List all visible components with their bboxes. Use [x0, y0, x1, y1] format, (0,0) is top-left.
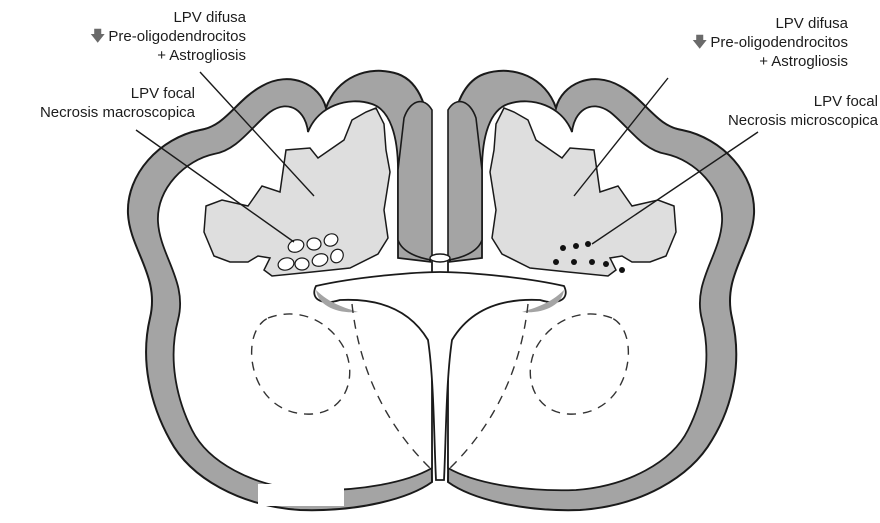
down-arrow-icon: 🡇 — [692, 34, 707, 51]
right-diffuse-label: LPV difusa 🡇Pre-oligodendrocitos + Astro… — [622, 14, 848, 71]
right-medial-cortex — [448, 102, 482, 260]
left-focal-line2: Necrosis macroscopica — [0, 103, 195, 122]
dot — [573, 243, 579, 249]
right-focal-label: LPV focal Necrosis microscopica — [640, 92, 878, 130]
down-arrow-icon: 🡇 — [90, 28, 105, 45]
dot — [553, 259, 559, 265]
right-diffuse-title: LPV difusa — [622, 14, 848, 33]
dot — [589, 259, 595, 265]
right-focal-line2: Necrosis microscopica — [640, 111, 878, 130]
cyst — [295, 258, 309, 270]
left-diffuse-line2: Pre-oligodendrocitos — [108, 28, 246, 45]
left-focal-title: LPV focal — [0, 84, 195, 103]
right-diffuse-line2: Pre-oligodendrocitos — [710, 34, 848, 51]
right-diffuse-line3: + Astrogliosis — [622, 52, 848, 71]
dot — [571, 259, 577, 265]
left-focal-label: LPV focal Necrosis macroscopica — [0, 84, 195, 122]
dot — [619, 267, 625, 273]
midline-notch — [430, 254, 450, 262]
dot — [585, 241, 591, 247]
dot — [560, 245, 566, 251]
right-focal-title: LPV focal — [640, 92, 878, 111]
dot — [603, 261, 609, 267]
left-diffuse-title: LPV difusa — [6, 8, 246, 27]
left-diffuse-line3: + Astrogliosis — [6, 46, 246, 65]
cyst — [307, 238, 321, 250]
left-diffuse-label: LPV difusa 🡇Pre-oligodendrocitos + Astro… — [6, 8, 246, 65]
left-medial-cortex — [398, 102, 432, 260]
bottom-patch — [258, 484, 344, 506]
